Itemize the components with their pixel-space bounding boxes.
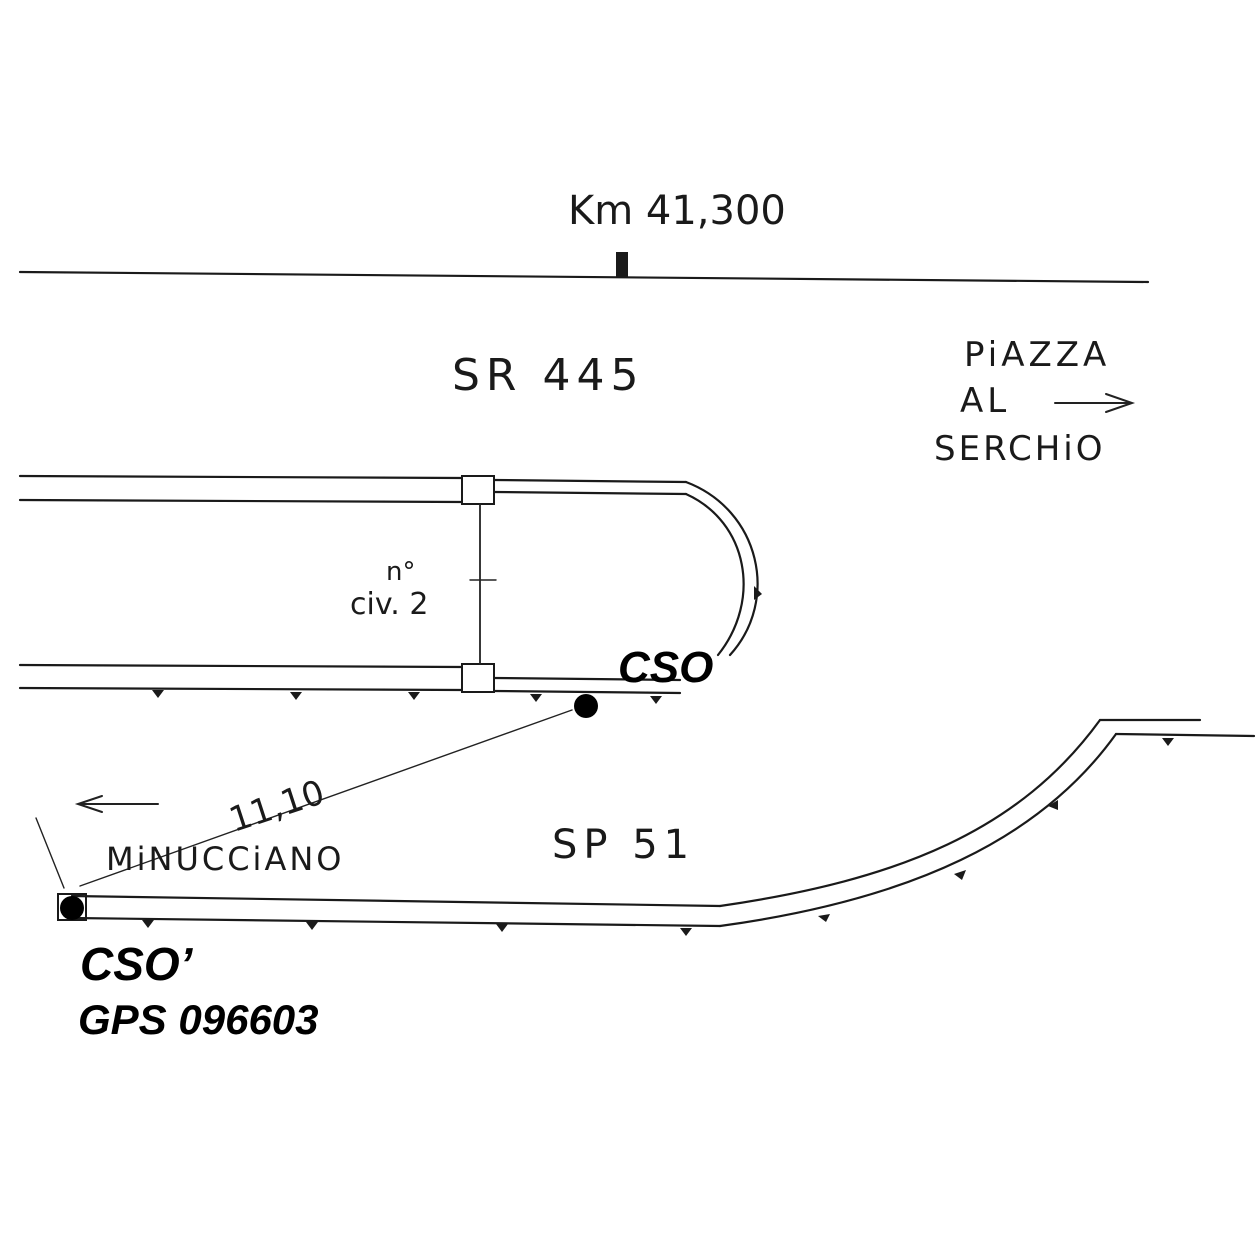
house-number-label: civ. 2 [350,587,428,622]
upper-road-line [18,270,1150,284]
house-number-sup: n° [386,557,415,587]
lower-road [35,718,1256,936]
road-label-sr445: SR 445 [452,350,644,401]
point-cso-marker [574,694,598,718]
point-cso-prime-marker [60,896,84,920]
km-marker-post [616,252,628,278]
point-cso-label: CSO [618,643,713,692]
point-cso-prime-label: CSO’ [80,938,194,990]
distance-label: 11,10 [224,772,329,840]
gate-box-top [461,475,495,505]
destination-right-line1: PiAZZA [964,335,1110,375]
gps-label: GPS 096603 [78,996,319,1043]
km-marker-label: Km 41,300 [568,188,786,234]
gate-box-bottom [461,663,495,693]
side-road-loop [18,474,762,704]
destination-right-line2: AL [960,381,1010,421]
destination-right-line3: SERCHiO [934,429,1106,469]
road-label-sp51: SP 51 [552,822,695,868]
distance-line [79,709,573,887]
destination-left-label: MiNUCCiANO [106,840,344,878]
arrow-left-icon [74,795,159,813]
arrow-right-icon [1054,393,1136,413]
